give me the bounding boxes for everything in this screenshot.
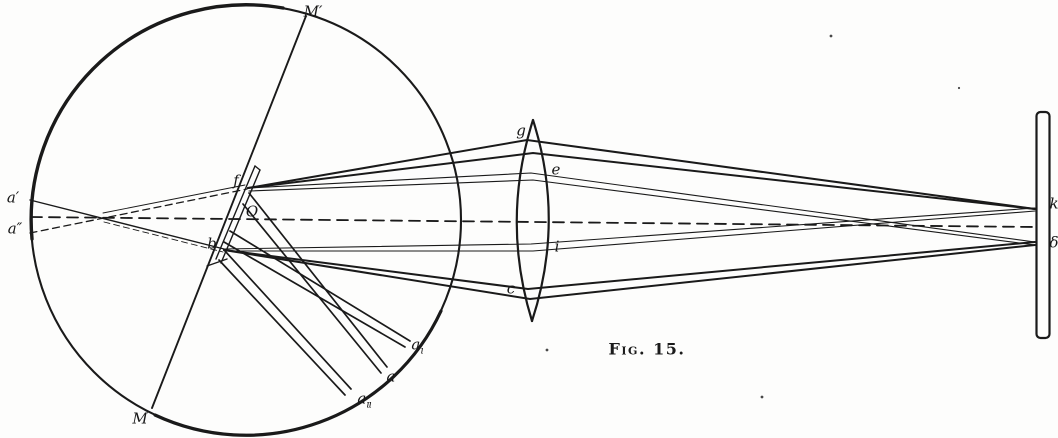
label-a-prime: a′ <box>6 188 20 207</box>
label-a-sub11-sub: ıı <box>366 399 372 411</box>
mirror-disc-thick-arc-lower-right <box>153 309 443 437</box>
sight-line-upper-companion <box>102 184 246 214</box>
bundle-a1-ray-2 <box>223 241 406 348</box>
screen <box>1035 110 1051 340</box>
mirror-disc-thick-arc-upper-left <box>29 3 285 241</box>
label-o: O <box>245 202 259 221</box>
label-a-sub1-base: a <box>411 335 421 354</box>
sight-line-a-double-prime-dashed <box>29 188 248 234</box>
bundle-a-ray-2 <box>242 203 382 374</box>
incident-ray-bundles <box>218 192 411 396</box>
bundle-a1-ray-1 <box>229 230 411 342</box>
pencil-i-ray-1 <box>223 207 1036 250</box>
sight-line-lower-companion-dashed <box>103 221 224 253</box>
lens-outline <box>515 118 550 323</box>
virtual-image-sight-lines <box>29 184 248 253</box>
label-e: e <box>551 160 561 179</box>
optical-axis-dashed-line <box>30 216 1037 228</box>
label-a-sub11: aıı <box>357 389 372 411</box>
bundle-a11-ray-2 <box>218 259 346 396</box>
label-a-sub1-sub: ı <box>420 345 423 357</box>
pencil-g-ray-2 <box>247 151 1036 210</box>
sight-line-a-prime <box>29 199 225 250</box>
label-f: f <box>233 171 239 190</box>
label-delta: δ <box>1049 233 1058 252</box>
label-b: b <box>207 234 217 253</box>
label-a: a <box>386 367 396 386</box>
ink-specks <box>545 34 961 399</box>
pencil-e-ray-1 <box>247 172 1036 243</box>
figure-caption: Fig. 15. <box>608 339 686 359</box>
pencil-c-ray-2 <box>223 244 1036 301</box>
pencil-e-ray-2 <box>248 179 1036 246</box>
pencil-c-ray-1 <box>223 241 1036 291</box>
label-k: k <box>1049 194 1058 213</box>
label-a-double-prime: a″ <box>7 219 23 238</box>
label-a-sub1: aı <box>411 335 423 357</box>
mirror-diameter-line <box>151 15 307 409</box>
mirror-facet <box>206 165 261 267</box>
bundle-a-ray-1 <box>248 192 388 368</box>
label-c: c <box>506 279 516 298</box>
label-g: g <box>516 121 526 140</box>
label-m-prime: M′ <box>303 2 323 21</box>
label-i: i <box>554 237 560 256</box>
label-m: M <box>132 409 148 428</box>
bundle-a11-ray-1 <box>224 250 352 390</box>
pencil-i-ray-2 <box>224 210 1036 252</box>
label-a-sub11-base: a <box>357 389 367 408</box>
